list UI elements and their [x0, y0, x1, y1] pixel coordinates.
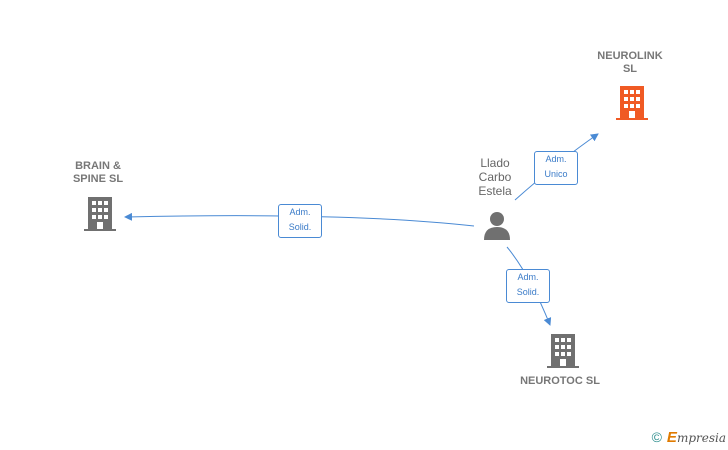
person-label-line: Carbo — [478, 170, 512, 184]
copyright-symbol: © — [651, 429, 662, 445]
edge-label-line: Adm. — [545, 154, 567, 164]
node-label-neurotoc[interactable]: NEUROTOC SL — [520, 375, 600, 387]
edge-label-line: Unico — [544, 169, 568, 179]
node-label-brain-spine[interactable]: BRAIN & SPINE SL — [48, 160, 148, 186]
person-label-line: Estela — [478, 184, 512, 198]
edge-label-to-neurotoc: Adm. Solid. — [506, 269, 550, 303]
node-label-line: SPINE SL — [72, 173, 124, 185]
brand-logo-initial: E — [666, 429, 677, 446]
brand-logo-text: mpresia — [676, 431, 726, 445]
node-label-line: NEUROLINK — [597, 50, 663, 62]
person-label[interactable]: Llado Carbo Estela — [460, 156, 530, 198]
building-icon[interactable] — [84, 197, 116, 231]
node-label-line: BRAIN & — [75, 160, 121, 172]
node-label-line: SL — [622, 63, 638, 75]
building-icon[interactable] — [547, 334, 579, 368]
edge-label-line: Adm. — [517, 272, 539, 282]
edge-label-to-neurolink: Adm. Unico — [534, 151, 578, 185]
edge-label-line: Solid. — [288, 222, 312, 232]
edge-label-line: Solid. — [516, 287, 540, 297]
watermark: ©Empresia — [652, 429, 726, 446]
edge-to-brain-spine — [124, 212, 475, 227]
edge-label-to-brain-spine: Adm. Solid. — [278, 204, 322, 238]
node-label-neurolink[interactable]: NEUROLINK SL — [580, 50, 680, 76]
person-icon[interactable] — [482, 210, 512, 240]
person-label-line: Llado — [480, 156, 510, 170]
edge-label-line: Adm. — [289, 207, 311, 217]
building-icon[interactable] — [616, 86, 648, 120]
